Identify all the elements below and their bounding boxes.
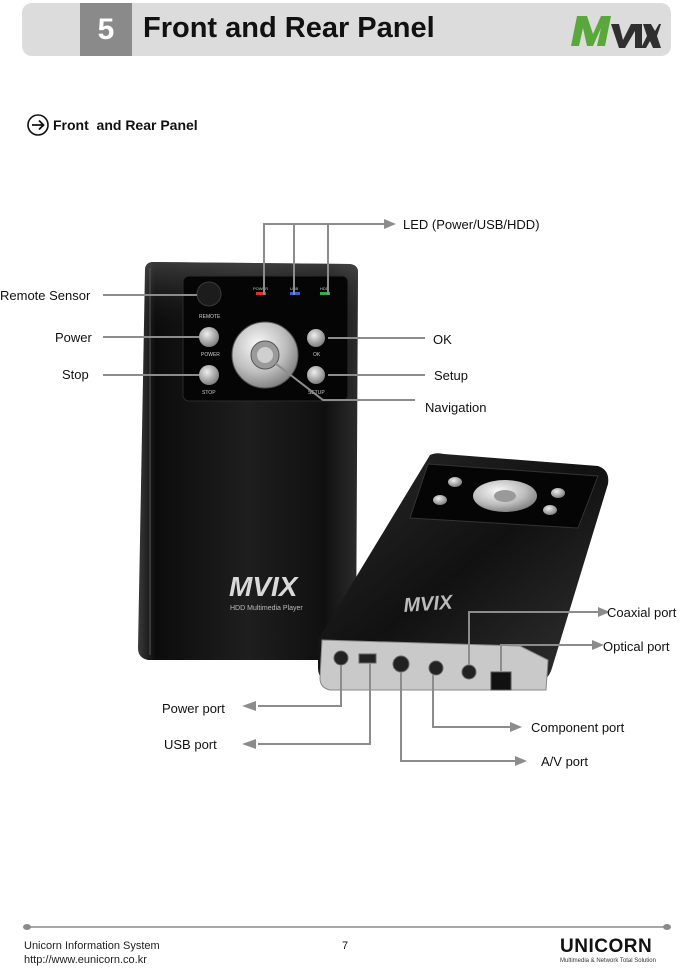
label-av-port: A/V port bbox=[541, 754, 588, 769]
arrow-circle-icon bbox=[27, 114, 49, 136]
subheading-text: Front and Rear Panel bbox=[53, 117, 198, 133]
section-subheading: Front and Rear Panel bbox=[27, 113, 198, 137]
ok-caption: OK bbox=[313, 352, 321, 358]
page-title: Front and Rear Panel bbox=[143, 12, 435, 44]
label-led: LED (Power/USB/HDD) bbox=[403, 217, 540, 232]
unicorn-logo: UNICORN Multimedia & Network Total Solut… bbox=[560, 937, 672, 969]
callout-lines bbox=[103, 223, 600, 762]
label-component-port: Component port bbox=[531, 720, 625, 735]
label-power-port: Power port bbox=[162, 701, 225, 716]
device-tagline-text: HDD Multimedia Player bbox=[230, 605, 303, 612]
unicorn-logo-tagline: Multimedia & Network Total Solution bbox=[560, 958, 656, 964]
label-setup: Setup bbox=[434, 368, 468, 383]
label-ok: OK bbox=[433, 332, 452, 347]
label-coaxial-port: Coaxial port bbox=[607, 605, 677, 620]
label-optical-port: Optical port bbox=[603, 639, 670, 654]
rear-device: MVIX bbox=[318, 453, 609, 691]
device-brand-text: MVIX bbox=[229, 571, 300, 602]
setup-caption: SETUP bbox=[308, 390, 325, 396]
mvix-logo bbox=[571, 16, 661, 48]
footer-divider bbox=[23, 924, 671, 930]
label-navigation: Navigation bbox=[425, 400, 487, 415]
page-number: 7 bbox=[342, 940, 349, 952]
label-remote-sensor: Remote Sensor bbox=[0, 288, 91, 303]
rear-brand-text: MVIX bbox=[403, 592, 455, 617]
remote-caption: REMOTE bbox=[199, 314, 221, 320]
callout-arrowheads bbox=[242, 219, 610, 766]
power-caption: POWER bbox=[201, 352, 220, 358]
stop-caption: STOP bbox=[202, 390, 216, 396]
label-stop: Stop bbox=[62, 367, 89, 382]
led-power-caption: POWER bbox=[253, 286, 268, 291]
section-number: 5 bbox=[80, 3, 132, 56]
label-usb-port: USB port bbox=[164, 737, 217, 752]
unicorn-logo-text: UNICORN bbox=[560, 936, 653, 957]
footer-url[interactable]: http://www.eunicorn.co.kr bbox=[24, 954, 147, 966]
footer-company: Unicorn Information System bbox=[24, 940, 160, 952]
led-hdd-caption: HDD bbox=[320, 286, 329, 291]
label-power: Power bbox=[55, 330, 92, 345]
front-device: MVIX HDD Multimedia Player bbox=[138, 262, 358, 660]
